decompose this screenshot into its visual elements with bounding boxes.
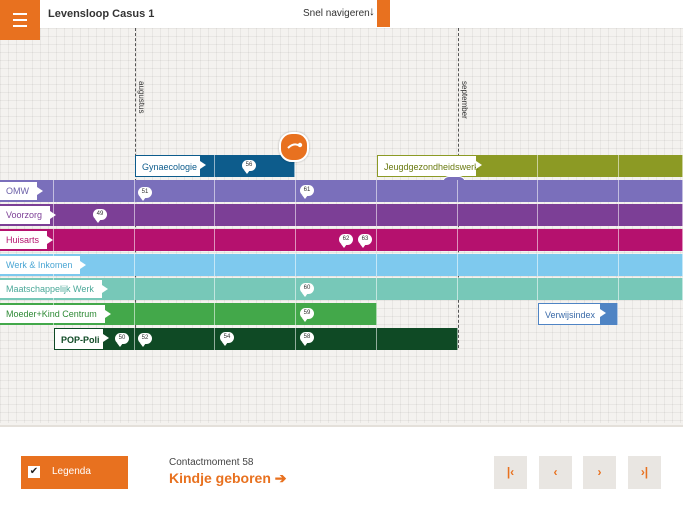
- row-label-moeder-kind-centrum[interactable]: Moeder+Kind Centrum: [0, 305, 111, 323]
- contact-bubble-54[interactable]: 54: [220, 332, 234, 346]
- row-label-jeugdgezondheidswerk[interactable]: Jeugdgezondheidswerk: [377, 155, 482, 177]
- contact-bubble-51[interactable]: 51: [138, 187, 152, 201]
- row-label-maatschappelijk-werk[interactable]: Maatschappelijk Werk: [0, 280, 108, 298]
- app-title: Levensloop Casus 1: [48, 8, 155, 20]
- row-pop-poli[interactable]: POP-Poli 50 52 54 58: [0, 328, 683, 350]
- active-contact-marker[interactable]: [279, 132, 309, 162]
- first-button[interactable]: |‹: [494, 456, 527, 489]
- footer: ✔ Legenda Contactmoment 58 Kindje gebore…: [0, 425, 683, 514]
- quick-nav-handle[interactable]: [377, 0, 390, 27]
- previous-button[interactable]: ‹: [539, 456, 572, 489]
- row-huisarts[interactable]: Huisarts 62 63: [0, 229, 683, 251]
- next-button[interactable]: ›: [583, 456, 616, 489]
- row-label-voorzorg[interactable]: Voorzorg: [0, 206, 57, 224]
- last-button[interactable]: ›|: [628, 456, 661, 489]
- row-jeugdgezondheidswerk[interactable]: Jeugdgezondheidswerk: [377, 155, 683, 177]
- row-omw[interactable]: OMW 51 61: [0, 180, 683, 202]
- contact-bubble-60[interactable]: 60: [300, 283, 314, 297]
- quick-nav-label[interactable]: Snel navigeren: [303, 8, 370, 19]
- arrow-down-icon[interactable]: ↓: [369, 4, 375, 18]
- contact-bubble-56[interactable]: 56: [242, 160, 256, 174]
- hamburger-icon[interactable]: [0, 0, 40, 40]
- row-maatschappelijk-werk[interactable]: Maatschappelijk Werk 60: [0, 278, 683, 300]
- row-voorzorg[interactable]: Voorzorg 49: [0, 204, 683, 226]
- checkbox-icon[interactable]: ✔: [28, 466, 40, 478]
- timeline[interactable]: augustus september Gynaecologie 56 Jeugd…: [0, 28, 683, 423]
- legend-label: Legenda: [52, 466, 91, 477]
- row-werk-inkomen[interactable]: Werk & Inkomen: [0, 254, 683, 276]
- contact-bubble-50[interactable]: 50: [115, 333, 129, 347]
- contact-moment-label: Contactmoment 58: [169, 457, 254, 468]
- contact-bubble-62[interactable]: 62: [339, 234, 353, 248]
- row-moeder-kind-centrum[interactable]: Moeder+Kind Centrum 59 Verwijsindex: [0, 303, 683, 325]
- contact-bubble-58[interactable]: 58: [300, 332, 314, 346]
- month-label-augustus: augustus: [137, 81, 146, 114]
- baby-icon: [287, 142, 303, 149]
- month-label-september: september: [460, 81, 469, 119]
- contact-bubble-52[interactable]: 52: [138, 333, 152, 347]
- row-label-verwijsindex[interactable]: Verwijsindex: [538, 303, 606, 325]
- row-gynaecologie[interactable]: Gynaecologie 56: [135, 155, 295, 177]
- row-label-pop-poli[interactable]: POP-Poli: [54, 328, 109, 350]
- contact-moment-title-link[interactable]: Kindje geboren ➔: [169, 470, 287, 486]
- contact-bubble-49[interactable]: 49: [93, 209, 107, 223]
- row-label-huisarts[interactable]: Huisarts: [0, 231, 54, 249]
- row-label-werk-inkomen[interactable]: Werk & Inkomen: [0, 256, 87, 274]
- row-label-gynaecologie[interactable]: Gynaecologie: [135, 155, 206, 177]
- row-label-omw[interactable]: OMW: [0, 182, 43, 200]
- contact-bubble-61[interactable]: 61: [300, 185, 314, 199]
- contact-bubble-63[interactable]: 63: [358, 234, 372, 248]
- top-bar: Levensloop Casus 1 Snel navigeren ↓: [0, 0, 683, 40]
- legend-button[interactable]: ✔ Legenda: [21, 456, 128, 489]
- contact-bubble-59[interactable]: 59: [300, 308, 314, 322]
